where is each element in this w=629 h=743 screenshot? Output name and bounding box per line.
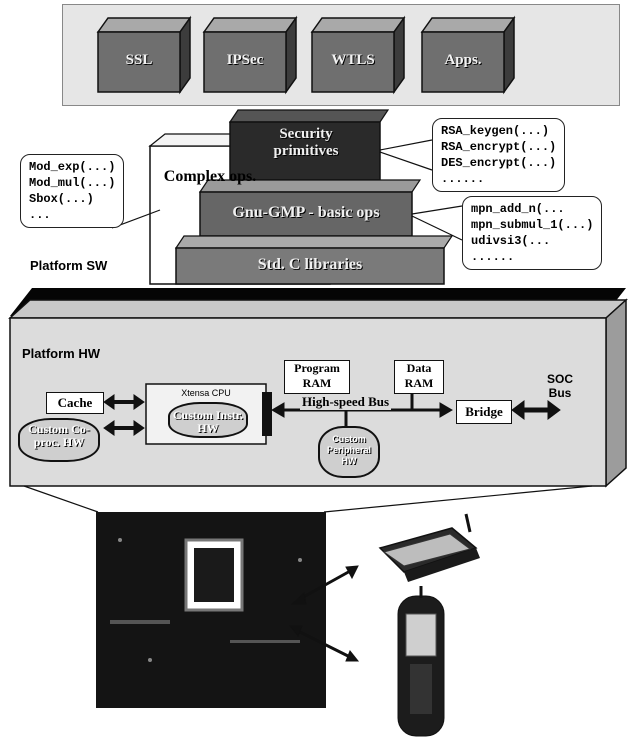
callout-line: ... xyxy=(29,207,115,223)
std-c-label: Std. C libraries xyxy=(176,256,444,274)
pda-device xyxy=(380,514,480,582)
callout-line: Sbox(...) xyxy=(29,191,115,207)
app-label-wtls: WTLS xyxy=(312,52,394,69)
soc-bus-label: SOC Bus xyxy=(540,372,580,400)
program-ram-box: Program RAM xyxy=(284,360,350,394)
platform-sw-label: Platform SW xyxy=(30,258,107,273)
custom-coproc-blob: Custom Co-proc. HW xyxy=(18,418,100,462)
complex-ops-callout: Mod_exp(...) Mod_mul(...) Sbox(...) ... xyxy=(20,154,124,228)
callout-line: mpn_submul_1(...) xyxy=(471,217,593,233)
callout-line: Mod_mul(...) xyxy=(29,175,115,191)
callout-line: Mod_exp(...) xyxy=(29,159,115,175)
app-label-ssl: SSL xyxy=(98,52,180,69)
custom-instr-blob: Custom Instr. HW xyxy=(168,402,248,438)
app-label-apps: Apps. xyxy=(422,52,504,69)
cache-box: Cache xyxy=(46,392,104,414)
mobile-phone-device xyxy=(398,586,444,736)
callout-line: RSA_keygen(...) xyxy=(441,123,556,139)
circuit-board xyxy=(96,512,326,708)
complex-ops-label: Complex ops. xyxy=(150,168,270,186)
security-primitives-label: Security primitives xyxy=(246,126,366,160)
callout-line: ...... xyxy=(471,249,593,265)
callout-line: RSA_encrypt(...) xyxy=(441,139,556,155)
gnu-gmp-label: Gnu-GMP - basic ops xyxy=(200,204,412,222)
custom-peripheral-blob: Custom Peripheral HW xyxy=(318,426,380,478)
bridge-box: Bridge xyxy=(456,400,512,424)
security-primitives-callout: RSA_keygen(...) RSA_encrypt(...) DES_enc… xyxy=(432,118,565,192)
callout-line: ...... xyxy=(441,171,556,187)
platform-hw-label: Platform HW xyxy=(22,346,100,361)
app-label-ipsec: IPSec xyxy=(204,52,286,69)
high-speed-bus-label: High-speed Bus xyxy=(300,394,391,410)
callout-line: mpn_add_n(... xyxy=(471,201,593,217)
data-ram-box: Data RAM xyxy=(394,360,444,394)
xtensa-cpu-label: Xtensa CPU xyxy=(146,388,266,398)
callout-line: DES_encrypt(...) xyxy=(441,155,556,171)
callout-line: udivsi3(... xyxy=(471,233,593,249)
gnu-gmp-callout: mpn_add_n(... mpn_submul_1(...) udivsi3(… xyxy=(462,196,602,270)
